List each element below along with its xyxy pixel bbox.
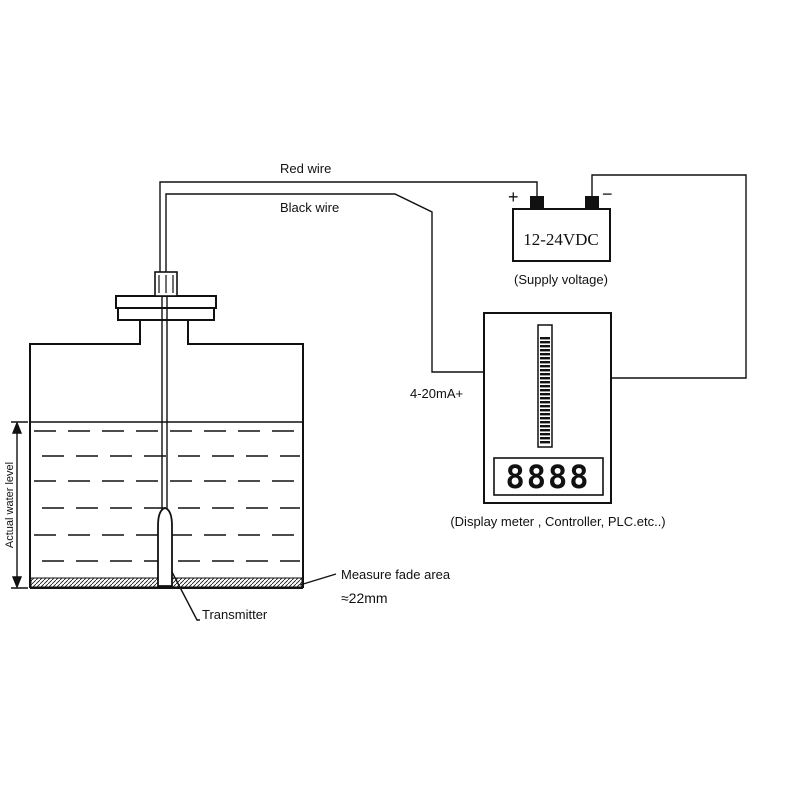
bar-graph-indicator (537, 324, 553, 448)
black-wire-label: Black wire (280, 200, 339, 215)
water-level-dimension (11, 421, 28, 589)
bar-graph-segment (540, 425, 550, 428)
bar-graph-segment (540, 441, 550, 444)
bar-graph-segment (540, 385, 550, 388)
supply-box-label: 12-24VDC (523, 230, 599, 249)
bar-graph-segment (540, 429, 550, 432)
bar-graph-segment (540, 393, 550, 396)
red-wire-label: Red wire (280, 161, 331, 176)
bar-graph-segment (540, 341, 550, 344)
bar-graph-segment (540, 349, 550, 352)
bar-graph-segment (540, 345, 550, 348)
bar-graph-segment (540, 389, 550, 392)
bar-graph-segment (540, 413, 550, 416)
bar-graph-segment (540, 397, 550, 400)
minus-sign: − (602, 184, 613, 204)
black-wire (165, 193, 484, 373)
bar-graph-segment (540, 357, 550, 360)
transmitter-probe (157, 507, 173, 587)
bar-graph-segment (540, 377, 550, 380)
bar-graph-segment (540, 337, 550, 340)
plus-sign: + (508, 187, 519, 207)
positive-terminal (530, 196, 544, 210)
water-body (34, 430, 300, 562)
transmitter-label: Transmitter (202, 607, 268, 622)
transmitter-leader (171, 571, 200, 621)
bar-graph-segment (540, 405, 550, 408)
tank-flange-bottom (117, 307, 215, 321)
bar-graph-segment (540, 437, 550, 440)
negative-return-wire (591, 174, 747, 379)
bar-graph-segment (540, 369, 550, 372)
bar-graph-segment (540, 409, 550, 412)
bar-graph-segment (540, 381, 550, 384)
cable-gland (154, 271, 178, 297)
bar-graph-segment (540, 417, 550, 420)
tank (29, 320, 304, 589)
bar-graph-segment (540, 361, 550, 364)
display-caption: (Display meter , Controller, PLC.etc..) (450, 514, 665, 529)
supply-box (512, 208, 611, 262)
negative-terminal (585, 196, 599, 210)
digit-display-window (493, 457, 604, 496)
bar-graph-segment (540, 365, 550, 368)
supply-caption: (Supply voltage) (514, 272, 608, 287)
supply-battery (512, 196, 611, 262)
fade-area-label: Measure fade area (341, 567, 451, 582)
bar-graph-segment (540, 353, 550, 356)
tank-flange-top (115, 295, 217, 309)
probe-cable (161, 296, 168, 512)
display-meter (483, 312, 612, 504)
bar-graph-segment (540, 401, 550, 404)
fade-area-value: ≈22mm (341, 590, 388, 606)
current-signal-label: 4-20mA+ (410, 386, 463, 401)
bar-graph-segment (540, 421, 550, 424)
water-level-label: Actual water level (4, 462, 16, 548)
bar-graph-segment (540, 433, 550, 436)
bar-graph-segment (540, 373, 550, 376)
fade-area-leader (299, 573, 337, 586)
display-digits: 8888 (505, 458, 590, 496)
red-wire (159, 181, 538, 296)
